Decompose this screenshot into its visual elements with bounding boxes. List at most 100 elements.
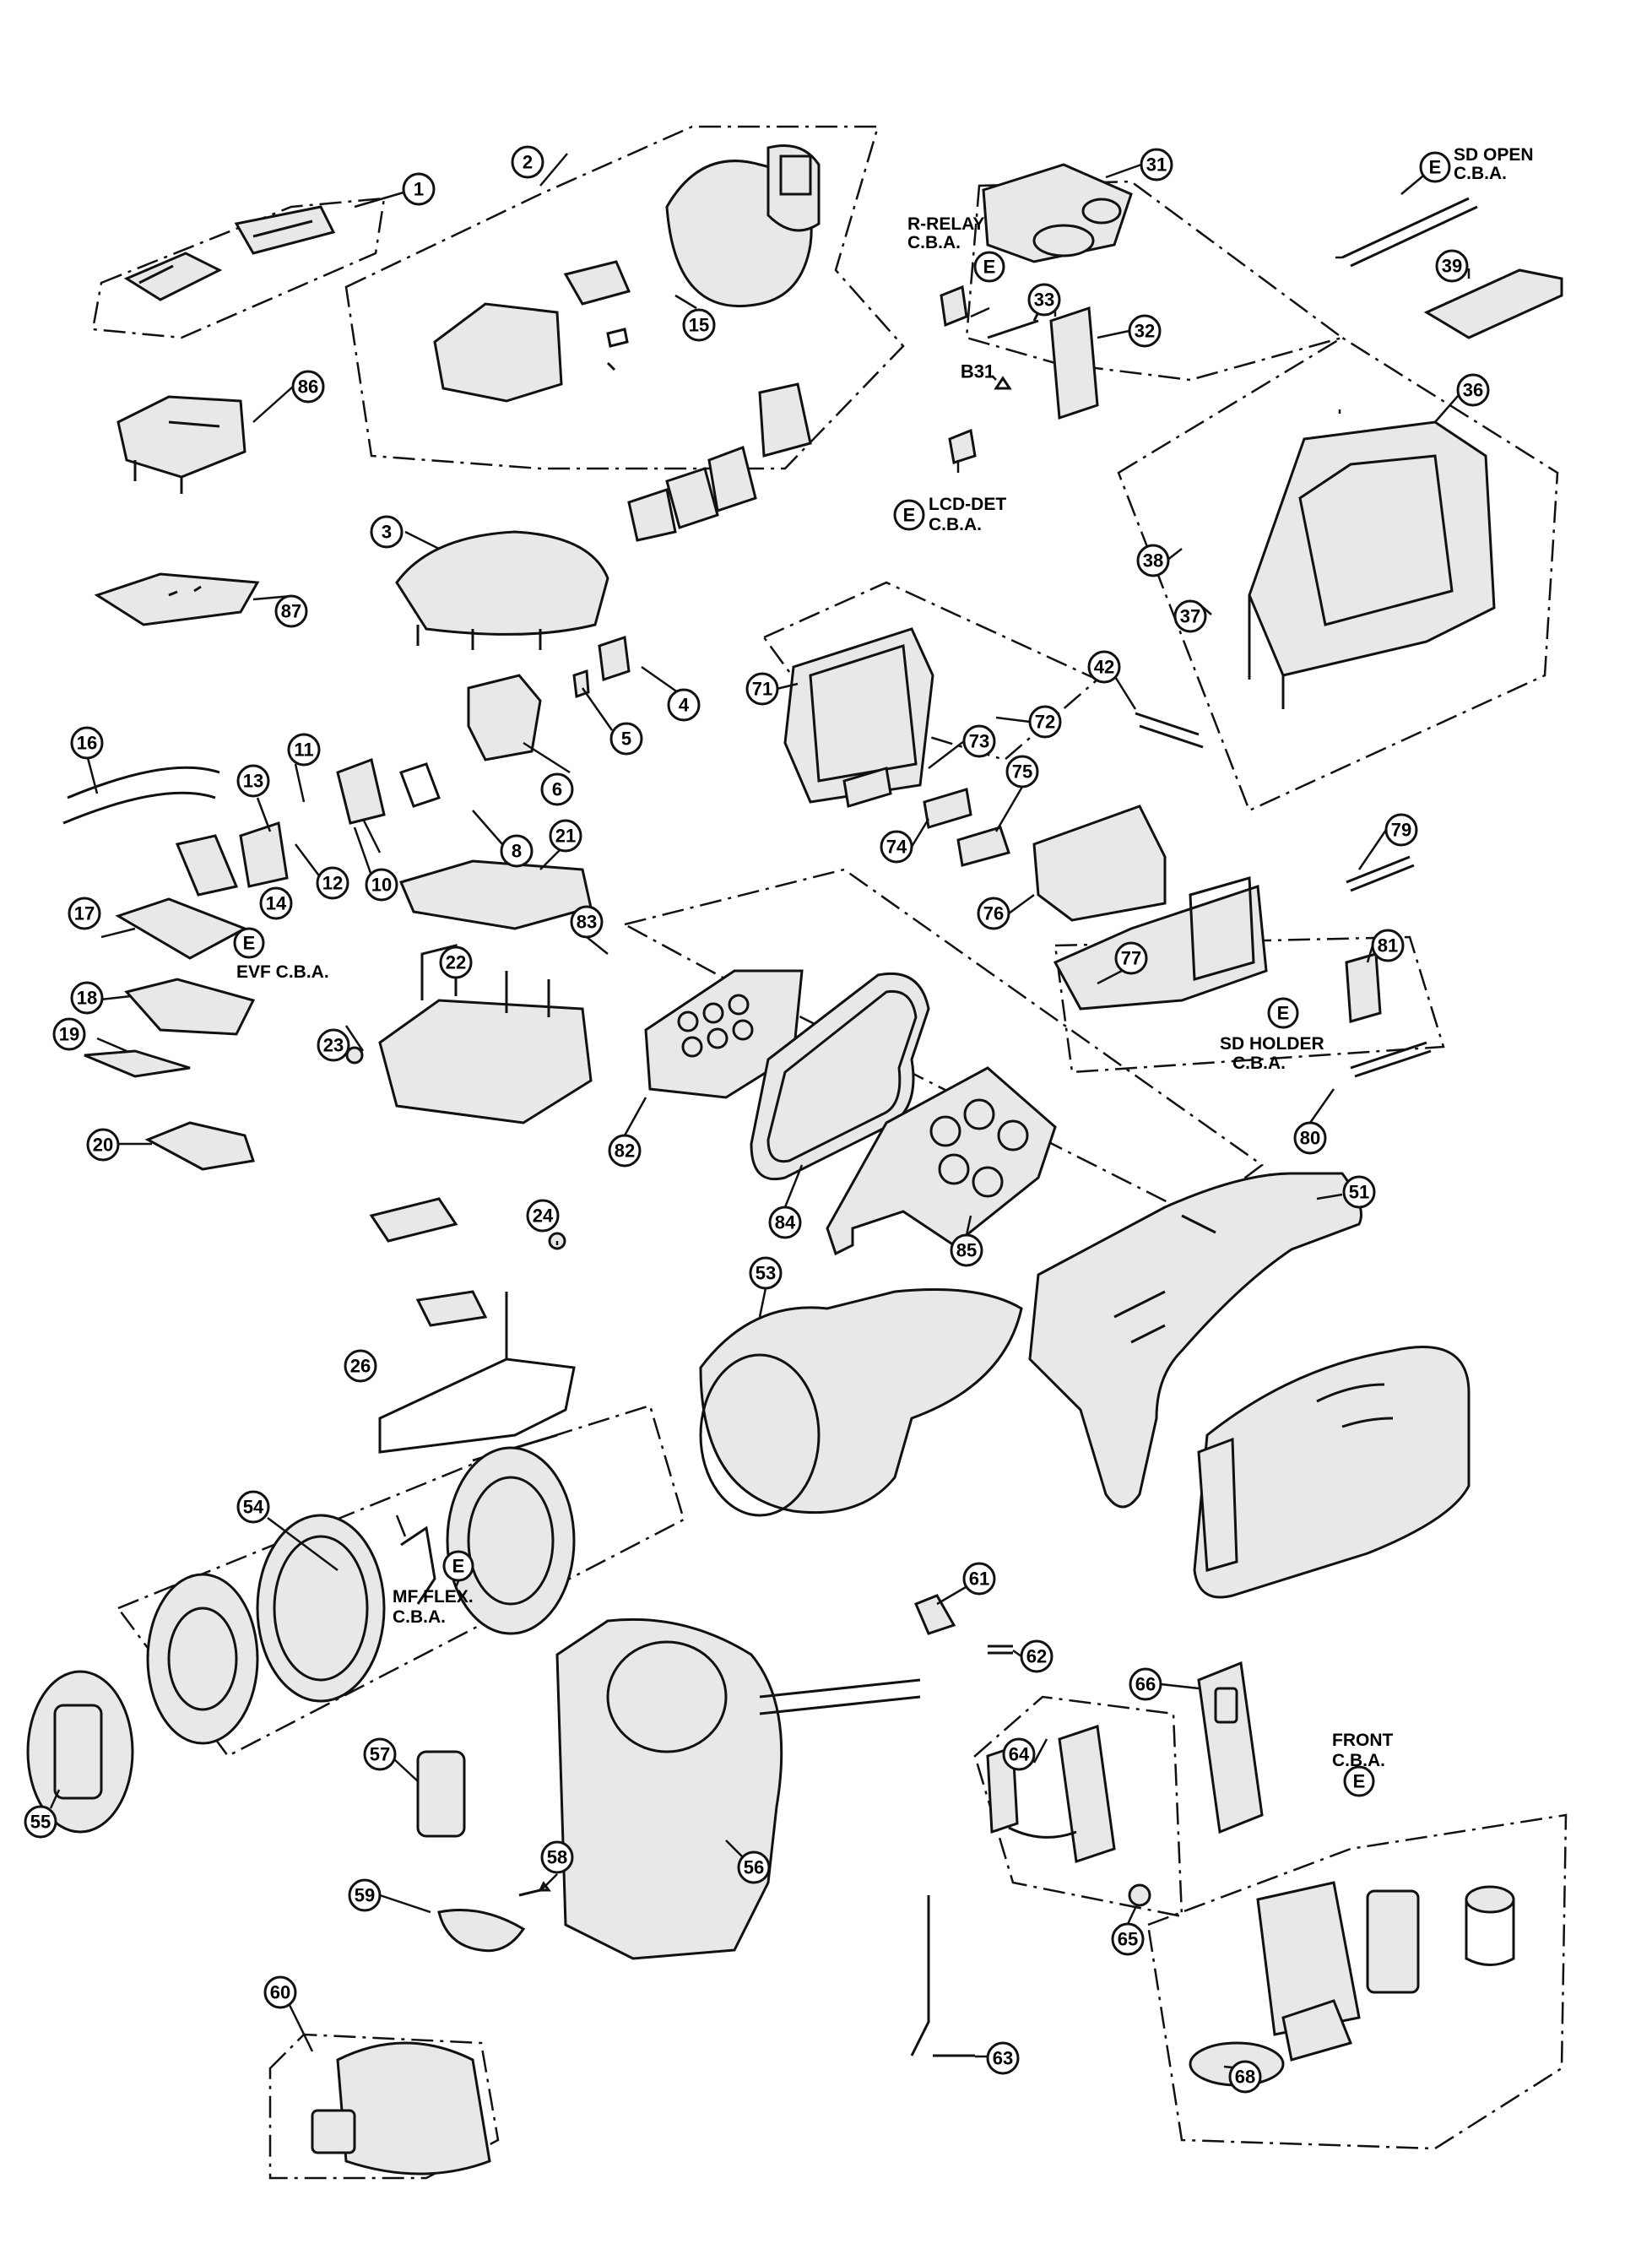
callout-8-label: 8 <box>512 841 522 862</box>
callout-24 <box>526 1199 560 1233</box>
callout-71 <box>745 672 779 706</box>
part-66-drawing <box>1197 1661 1264 1834</box>
mf-flex-label-line1: MF FLEX. <box>393 1587 474 1607</box>
part-lcd-housing-drawing <box>1193 1346 1471 1599</box>
part-42-drawing <box>1135 712 1204 749</box>
callout-16 <box>70 726 104 760</box>
callout-82 <box>608 1134 642 1168</box>
callout-15-label: 15 <box>689 315 709 336</box>
part-39-drawing <box>1341 197 1563 339</box>
e-marker-sd-holder-label: E <box>1277 1003 1290 1024</box>
e-marker-front-label: E <box>1353 1771 1366 1792</box>
sd-open-label-line1: SD OPEN <box>1454 145 1534 165</box>
callout-55-label: 55 <box>30 1812 51 1833</box>
e-marker-sd-holder <box>1267 997 1299 1029</box>
callout-13 <box>236 764 270 798</box>
part-26-drawing <box>369 1197 576 1462</box>
callout-62 <box>1020 1639 1053 1673</box>
part-51-drawing <box>1028 1172 1362 1509</box>
part-20-drawing <box>144 1121 255 1171</box>
callout-11-label: 11 <box>294 740 313 761</box>
callout-14 <box>259 886 293 920</box>
part-2-drawing <box>433 260 812 542</box>
board-labels: SD OPEN C.B.A. R-RELAY C.B.A. LCD-DET C.… <box>236 145 1534 1770</box>
callout-83-top <box>570 905 604 939</box>
callout-80-label: 80 <box>1300 1128 1320 1149</box>
callout-42 <box>1087 650 1121 684</box>
group-36-boundary <box>1117 336 1559 812</box>
e-marker-evf <box>233 927 265 959</box>
callout-82-label: 82 <box>615 1141 635 1162</box>
callout-72-label: 72 <box>1035 712 1055 733</box>
callout-85-label: 85 <box>956 1240 977 1261</box>
callout-80 <box>1293 1121 1327 1155</box>
callout-65 <box>1111 1922 1145 1956</box>
part-callouts: 1 2 3 4 5 6 8 10 11 12 13 14 15 16 17 18 <box>24 145 1490 2094</box>
callout-8 <box>500 834 534 868</box>
callout-1 <box>402 172 436 206</box>
part-57-drawing <box>416 1750 466 1838</box>
part-31-drawing <box>982 163 1133 263</box>
part-65-drawing <box>1128 1883 1151 1907</box>
callout-76 <box>977 897 1010 930</box>
callout-81-label: 81 <box>1378 935 1398 956</box>
part-15-drawing <box>665 144 821 308</box>
callout-32 <box>1128 314 1162 348</box>
callout-26 <box>344 1349 377 1383</box>
front-label-line1: FRONT <box>1332 1731 1393 1750</box>
callout-5 <box>609 722 643 756</box>
callout-b31-label: B31 <box>961 361 994 382</box>
callout-79-label: 79 <box>1391 820 1411 841</box>
callout-61 <box>962 1562 996 1596</box>
callout-37 <box>1173 599 1207 633</box>
group-2-boundary <box>344 125 905 470</box>
callout-16-label: 16 <box>77 733 97 754</box>
part-59-drawing <box>437 1909 526 1953</box>
part-32-33-drawing <box>940 284 1099 464</box>
callout-12 <box>316 866 349 900</box>
callout-87-label: 87 <box>281 601 301 622</box>
callout-31-label: 31 <box>1146 154 1167 176</box>
part-drawings <box>26 144 1563 2176</box>
callout-62-label: 62 <box>1026 1646 1047 1667</box>
part-56-drawing <box>555 1617 921 1960</box>
callout-60 <box>263 1975 297 2009</box>
callout-73 <box>962 724 996 758</box>
callout-87 <box>274 594 308 628</box>
callout-74 <box>880 830 913 864</box>
callout-13-label: 13 <box>243 771 263 792</box>
part-21-drawing <box>398 859 593 930</box>
part-3-drawing <box>395 530 609 650</box>
part-1-drawing <box>123 205 336 301</box>
sd-open-label-line2: C.B.A. <box>1454 164 1507 183</box>
callout-42-label: 42 <box>1094 657 1114 678</box>
group-64-boundary <box>973 1695 1183 1918</box>
callout-85 <box>950 1233 983 1267</box>
part-87-drawing <box>94 572 260 626</box>
callout-57-label: 57 <box>370 1744 390 1765</box>
callout-63 <box>986 2041 1020 2075</box>
group-front-boundary <box>1146 1813 1568 2150</box>
e-marker-sd-open <box>1419 151 1451 183</box>
callout-23-label: 23 <box>323 1035 344 1056</box>
callout-5-label: 5 <box>621 729 631 750</box>
callout-86 <box>291 370 325 404</box>
callout-21-label: 21 <box>555 826 576 847</box>
callout-33 <box>1027 283 1061 317</box>
callout-60-label: 60 <box>270 1982 290 2003</box>
part-53-drawing <box>699 1288 1023 1517</box>
callout-71-label: 71 <box>752 679 772 700</box>
e-marker-evf-label: E <box>243 933 256 954</box>
callout-83-top-label: 83 <box>577 912 597 933</box>
callout-51 <box>1342 1175 1376 1209</box>
callout-32-label: 32 <box>1135 321 1155 342</box>
callout-15 <box>682 308 716 342</box>
part-76-drawing <box>1032 805 1167 922</box>
callout-14-label: 14 <box>266 893 287 914</box>
part-55-drawing <box>26 1670 134 1834</box>
callout-66 <box>1129 1667 1162 1701</box>
callout-53 <box>749 1256 783 1290</box>
callout-56-label: 56 <box>744 1857 764 1878</box>
callout-6 <box>540 772 574 806</box>
